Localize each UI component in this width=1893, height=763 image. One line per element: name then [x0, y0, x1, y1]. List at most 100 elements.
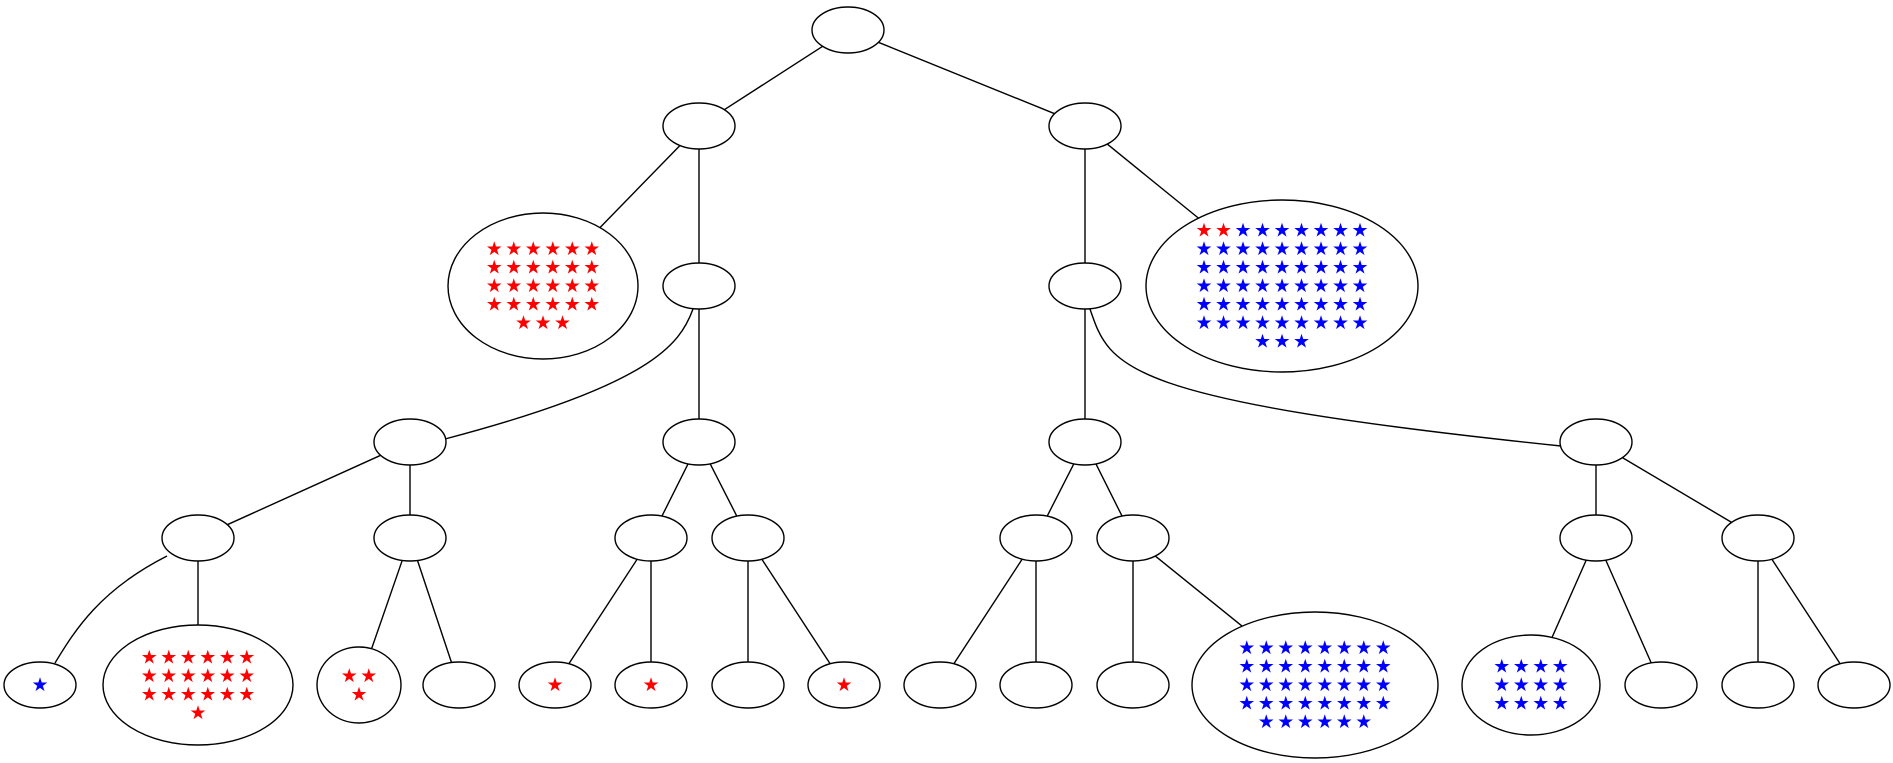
tree-node-LRRRR: ★	[807, 661, 881, 709]
blue-star-icon: ★	[1336, 656, 1353, 678]
red-star-icon: ★	[238, 683, 255, 705]
edge-RLL-RLLR	[1095, 463, 1123, 517]
blue-star-icon: ★	[1234, 220, 1251, 242]
red-star-icon: ★	[554, 312, 571, 334]
red-star-icon: ★	[180, 646, 197, 668]
blue-star-icon: ★	[1493, 674, 1510, 696]
red-star-icon: ★	[505, 275, 522, 297]
tree-node-LRRLR: ★	[614, 661, 688, 709]
node-ellipse	[711, 514, 785, 562]
tree-nodes: ★★★★★★★★★★★★★★★★★★★★★★★★★★★★★★★★★★★★★★★★…	[3, 6, 1891, 759]
red-star-icon: ★	[515, 312, 532, 334]
blue-star-icon: ★	[1277, 674, 1294, 696]
red-star-icon: ★	[180, 683, 197, 705]
edge-root-L	[723, 45, 824, 111]
blue-star-icon: ★	[1336, 674, 1353, 696]
tree-node-RL	[1048, 262, 1122, 310]
node-ellipse	[161, 514, 235, 562]
tree-node-LRRR	[711, 514, 785, 562]
red-star-icon: ★	[199, 665, 216, 687]
blue-star-icon: ★	[1277, 693, 1294, 715]
tree-node-RLLRL	[1096, 661, 1170, 709]
blue-star-icon: ★	[1238, 674, 1255, 696]
blue-star-icon: ★	[1254, 331, 1271, 353]
blue-star-icon: ★	[1316, 637, 1333, 659]
blue-star-icon: ★	[1297, 674, 1314, 696]
blue-star-icon: ★	[1254, 275, 1271, 297]
red-star-icon: ★	[141, 646, 158, 668]
tree-node-LRLR	[373, 514, 447, 562]
blue-star-icon: ★	[1258, 637, 1275, 659]
red-star-icon: ★	[505, 238, 522, 260]
blue-star-icon: ★	[1532, 674, 1549, 696]
tree-node-LRLLR: ★★★★★★★★★★★★★★★★★★★	[102, 624, 294, 746]
blue-star-icon: ★	[1215, 238, 1232, 260]
blue-star-icon: ★	[1215, 257, 1232, 279]
edge-LRLR-LRLRL	[370, 560, 403, 649]
blue-star-icon: ★	[1293, 312, 1310, 334]
blue-star-icon: ★	[1532, 656, 1549, 678]
edge-LRRL-LRRLL	[568, 558, 638, 665]
edge-LR-LRL	[444, 308, 694, 440]
edge-R-RR	[1106, 143, 1199, 219]
red-star-icon: ★	[525, 257, 542, 279]
node-ellipse	[518, 661, 592, 709]
blue-star-icon: ★	[1195, 312, 1212, 334]
edge-RLLL-RLLLL	[953, 558, 1023, 665]
blue-star-icon: ★	[1552, 656, 1569, 678]
node-ellipse	[1624, 661, 1698, 709]
blue-star-icon: ★	[1254, 294, 1271, 316]
red-star-icon: ★	[160, 665, 177, 687]
tree-node-L	[662, 102, 736, 150]
node-ellipse	[422, 661, 496, 709]
tree-node-LRLLL: ★	[3, 661, 77, 709]
red-star-icon: ★	[486, 257, 503, 279]
blue-star-icon: ★	[1351, 275, 1368, 297]
red-star-icon: ★	[199, 646, 216, 668]
tree-node-RLRL	[1559, 514, 1633, 562]
node-ellipse	[373, 418, 447, 466]
node-ellipse	[614, 514, 688, 562]
red-star-icon: ★	[544, 257, 561, 279]
blue-star-icon: ★	[1238, 693, 1255, 715]
blue-star-icon: ★	[1332, 257, 1349, 279]
node-ellipse	[807, 661, 881, 709]
blue-star-icon: ★	[1552, 693, 1569, 715]
tree-node-RLRLL: ★★★★★★★★★★★★	[1461, 634, 1601, 736]
blue-star-icon: ★	[1277, 711, 1294, 733]
red-star-icon: ★	[1215, 220, 1232, 242]
blue-star-icon: ★	[1312, 294, 1329, 316]
tree-node-R	[1048, 102, 1122, 150]
tree-node-RLR	[1559, 418, 1633, 466]
red-star-icon: ★	[199, 683, 216, 705]
blue-star-icon: ★	[1277, 656, 1294, 678]
red-star-icon: ★	[486, 294, 503, 316]
node-ellipse	[1096, 514, 1170, 562]
red-star-icon: ★	[564, 275, 581, 297]
node-ellipse	[1048, 262, 1122, 310]
node-ellipse	[102, 624, 294, 746]
blue-star-icon: ★	[1273, 312, 1290, 334]
blue-star-icon: ★	[1493, 693, 1510, 715]
blue-star-icon: ★	[1355, 637, 1372, 659]
red-star-icon: ★	[160, 683, 177, 705]
blue-star-icon: ★	[1195, 294, 1212, 316]
red-star-icon: ★	[350, 683, 367, 705]
red-star-icon: ★	[583, 275, 600, 297]
node-ellipse	[1559, 514, 1633, 562]
node-ellipse	[1461, 634, 1601, 736]
blue-star-icon: ★	[1316, 711, 1333, 733]
edge-RLRL-RLRLR	[1605, 559, 1652, 664]
tree-node-LRLL	[161, 514, 235, 562]
red-star-icon: ★	[835, 674, 852, 696]
blue-star-icon: ★	[1316, 656, 1333, 678]
red-star-icon: ★	[583, 294, 600, 316]
blue-star-icon: ★	[1293, 238, 1310, 260]
blue-star-icon: ★	[1277, 637, 1294, 659]
red-star-icon: ★	[189, 702, 206, 724]
red-star-icon: ★	[525, 294, 542, 316]
blue-star-icon: ★	[1332, 238, 1349, 260]
edge-RLLR-RLLRR	[1154, 555, 1243, 627]
blue-star-icon: ★	[1332, 294, 1349, 316]
blue-star-icon: ★	[1258, 693, 1275, 715]
